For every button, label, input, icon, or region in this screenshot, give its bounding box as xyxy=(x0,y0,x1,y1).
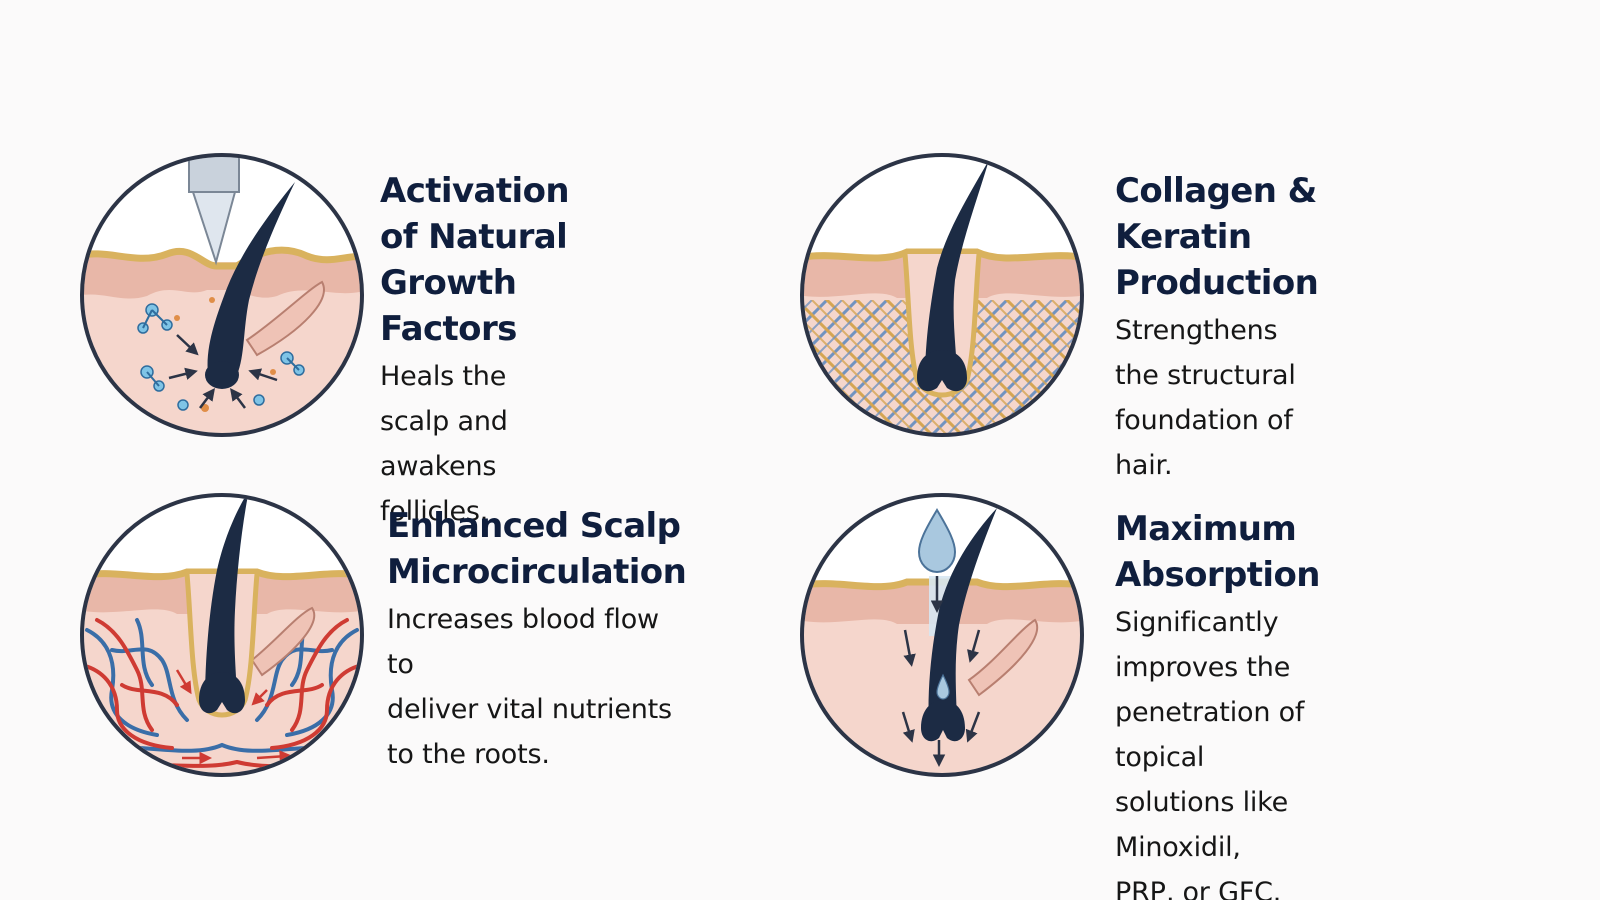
absorption-title-line2: Absorption xyxy=(1115,555,1320,595)
absorption-text: Maximum Absorption Significantly improve… xyxy=(1115,506,1320,900)
growth-factors-desc-line1: Heals the scalp and xyxy=(380,361,508,437)
absorption-desc-line1: Significantly improves the xyxy=(1115,607,1291,683)
collagen-keratin-title-line1: Collagen & Keratin xyxy=(1115,171,1317,257)
growth-factors-title-line1: Activation of Natural xyxy=(380,171,570,257)
absorption-title-line1: Maximum xyxy=(1115,509,1297,549)
microcirculation-title-line1: Enhanced Scalp xyxy=(387,506,681,546)
absorption-desc-line3: solutions like Minoxidil, xyxy=(1115,787,1289,863)
needle-growth-factors-icon xyxy=(77,150,367,440)
microcirculation-icon xyxy=(77,490,367,780)
absorption-desc-line4: PRP, or GFC. xyxy=(1115,877,1282,900)
absorption-desc-line2: penetration of topical xyxy=(1115,697,1305,773)
collagen-keratin-desc-line1: Strengthens the structural xyxy=(1115,315,1296,391)
collagen-keratin-desc-line2: foundation of hair. xyxy=(1115,405,1293,481)
growth-factors-title-line2: Growth Factors xyxy=(380,263,517,349)
growth-factors-desc-line2: awakens follicles. xyxy=(380,451,497,527)
microcirculation-desc-line3: to the roots. xyxy=(387,739,550,770)
microcirculation-text: Enhanced Scalp Microcirculation Increase… xyxy=(387,503,687,777)
microcirculation-desc-line2: deliver vital nutrients xyxy=(387,694,672,725)
collagen-keratin-title-line2: Production xyxy=(1115,263,1319,303)
collagen-keratin-icon xyxy=(797,150,1087,440)
growth-factors-text: Activation of Natural Growth Factors Hea… xyxy=(380,168,570,534)
collagen-keratin-text: Collagen & Keratin Production Strengthen… xyxy=(1115,168,1319,488)
microcirculation-title-line2: Microcirculation xyxy=(387,552,687,592)
microcirculation-desc-line1: Increases blood flow to xyxy=(387,604,659,680)
absorption-droplet-icon xyxy=(797,490,1087,780)
